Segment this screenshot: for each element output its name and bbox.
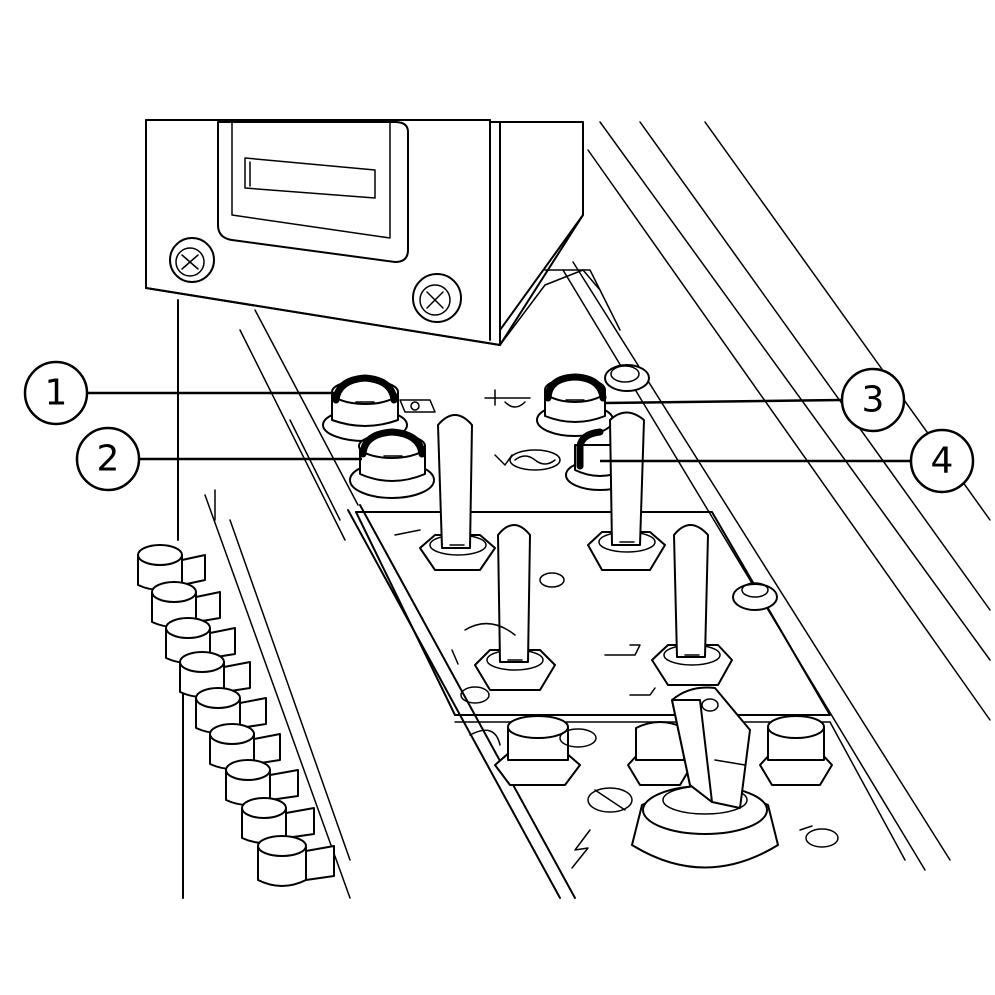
callout-label-1: 1 xyxy=(45,373,68,414)
level-symbol-icon xyxy=(484,389,531,408)
side-button[interactable] xyxy=(257,835,335,887)
toggle-switch[interactable] xyxy=(651,524,733,686)
screw-icon xyxy=(604,364,650,392)
push-button[interactable] xyxy=(627,721,693,786)
toggle-switch[interactable] xyxy=(394,414,496,571)
push-button[interactable] xyxy=(494,715,581,786)
screw-icon xyxy=(412,273,462,323)
push-button-3[interactable] xyxy=(484,373,614,437)
callout-3: 3 xyxy=(603,367,906,433)
pump-symbol-icon xyxy=(494,449,561,471)
push-button-2[interactable] xyxy=(349,428,435,499)
callout-1: 1 xyxy=(23,360,336,426)
indicator-symbol-icon xyxy=(399,399,436,413)
callout-label-3: 3 xyxy=(862,380,885,421)
toggle-switch[interactable] xyxy=(587,411,666,571)
key-icon xyxy=(671,686,751,809)
callout-label-2: 2 xyxy=(97,439,120,480)
panel-symbols xyxy=(451,572,778,704)
lower-panel-symbols xyxy=(469,728,839,869)
push-button[interactable] xyxy=(759,715,833,786)
key-switch[interactable] xyxy=(631,686,779,869)
side-button[interactable] xyxy=(195,687,267,734)
side-button[interactable] xyxy=(225,759,299,806)
lightning-icon xyxy=(571,829,591,869)
screw-icon xyxy=(169,237,215,283)
toggle-switch[interactable] xyxy=(474,524,556,691)
left-button-bank xyxy=(204,489,351,899)
callout-2: 2 xyxy=(75,426,362,492)
callout-label-4: 4 xyxy=(931,441,954,482)
callout-4: 4 xyxy=(600,428,975,494)
side-button[interactable] xyxy=(241,797,315,844)
side-button[interactable] xyxy=(179,651,251,698)
display-housing xyxy=(145,119,621,346)
